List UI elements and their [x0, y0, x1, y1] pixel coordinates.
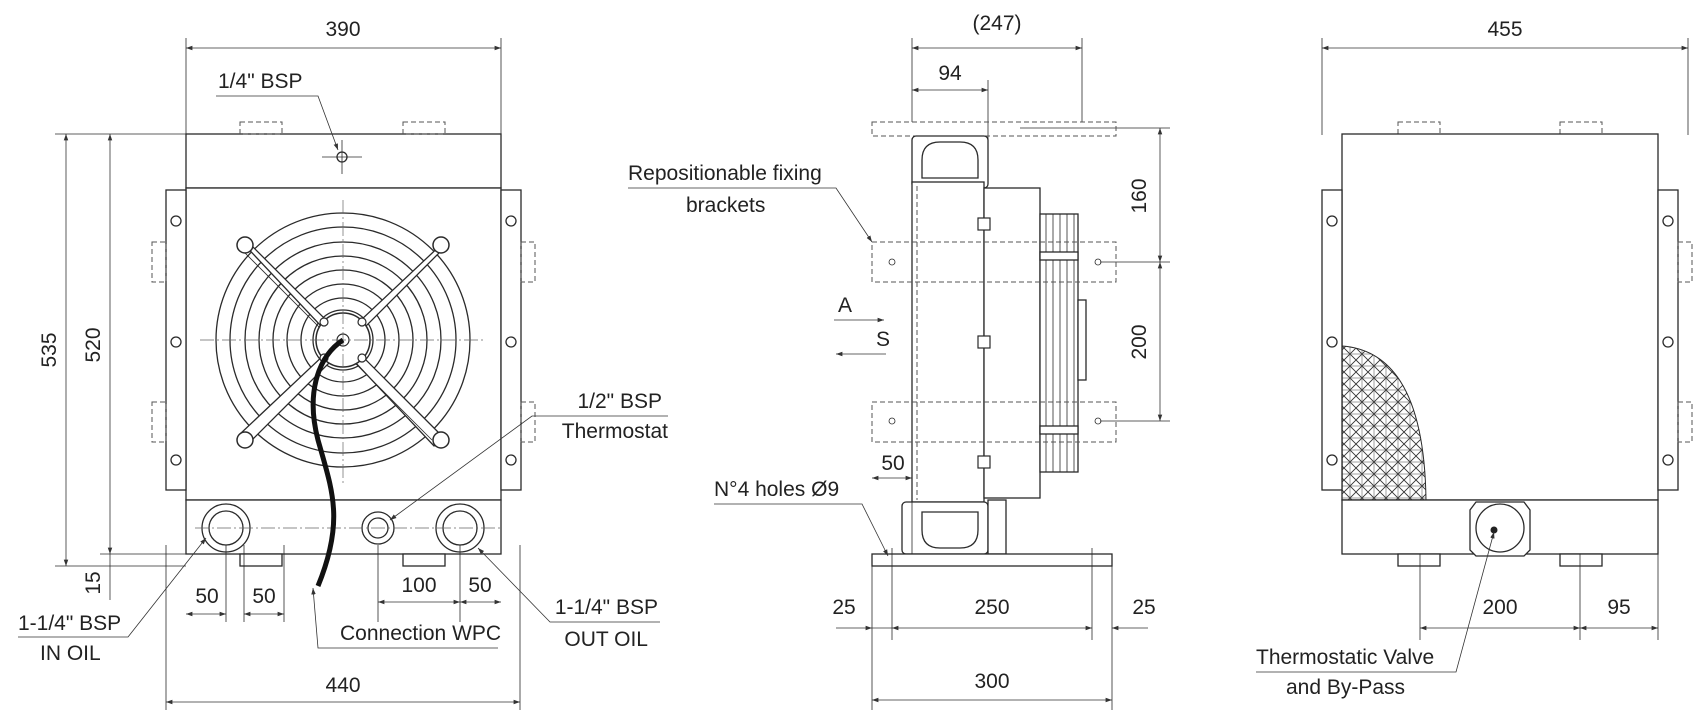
dim-front-width-top: 390 — [325, 18, 360, 41]
back-view: 455 200 95 Thermostatic Valve and By-Pas… — [1256, 18, 1693, 699]
label-flow-a: A — [838, 294, 852, 317]
label-thermostat-line2: Thermostat — [562, 420, 668, 443]
side-view: (247) 94 160 200 50 25 250 25 300 Reposi… — [628, 12, 1170, 710]
label-thermostat-line1: 1/2" BSP — [577, 390, 662, 413]
dim-side-foot-right: 25 — [1132, 596, 1155, 619]
dim-front-width-bottom: 440 — [325, 674, 360, 697]
side-core — [911, 181, 985, 503]
label-holes: N°4 holes Ø9 — [714, 478, 839, 501]
label-in-oil-line2: IN OIL — [40, 642, 101, 665]
dim-front-height-core: 520 — [82, 327, 105, 362]
dim-front-height-total: 535 — [38, 332, 61, 367]
dim-side-foot-total: 300 — [974, 670, 1009, 693]
label-out-oil-line2: OUT OIL — [564, 628, 648, 651]
fixing-bracket-upper — [871, 241, 1117, 283]
wpc-cable — [310, 337, 345, 587]
dim-side-foot-left: 25 — [832, 596, 855, 619]
dim-back-valve-offset: 200 — [1482, 596, 1517, 619]
dim-back-width-total: 455 — [1487, 18, 1522, 41]
dim-side-foot-center: 250 — [974, 596, 1009, 619]
label-brackets-line2: brackets — [686, 194, 765, 217]
back-mesh-panel — [1341, 345, 1427, 501]
dim-side-bracket-pitch: 200 — [1128, 324, 1151, 359]
dim-front-pitch-right-b: 50 — [468, 574, 491, 597]
label-valve-line1: Thermostatic Valve — [1256, 646, 1434, 669]
dim-side-bracket-top: 160 — [1128, 178, 1151, 213]
dim-side-depth-core: 94 — [938, 62, 962, 85]
front-view: 390 440 535 520 15 50 50 100 50 1/4" BSP… — [18, 18, 668, 710]
label-brackets-line1: Repositionable fixing — [628, 162, 822, 185]
label-valve-line2: and By-Pass — [1286, 676, 1405, 699]
front-bottom-manifold — [185, 499, 502, 555]
dim-front-base-offset: 15 — [82, 571, 105, 594]
label-flow-s: S — [876, 328, 890, 351]
side-foot — [871, 553, 1113, 567]
dim-front-pitch-right-a: 100 — [401, 574, 436, 597]
fixing-bracket-lower — [871, 401, 1117, 443]
label-connection-wpc: Connection WPC — [340, 622, 501, 645]
dim-side-depth-total: (247) — [972, 12, 1021, 35]
dim-side-hole-offset: 50 — [881, 452, 904, 475]
label-bsp-top: 1/4" BSP — [218, 70, 303, 93]
dim-back-edge-offset: 95 — [1607, 596, 1630, 619]
front-top-header — [185, 133, 502, 189]
dim-front-pitch-left-a: 50 — [195, 585, 218, 608]
dim-front-pitch-left-b: 50 — [252, 585, 275, 608]
label-in-oil-line1: 1-1/4" BSP — [18, 612, 121, 635]
thermostatic-valve — [1469, 501, 1531, 557]
label-out-oil-line1: 1-1/4" BSP — [555, 596, 658, 619]
